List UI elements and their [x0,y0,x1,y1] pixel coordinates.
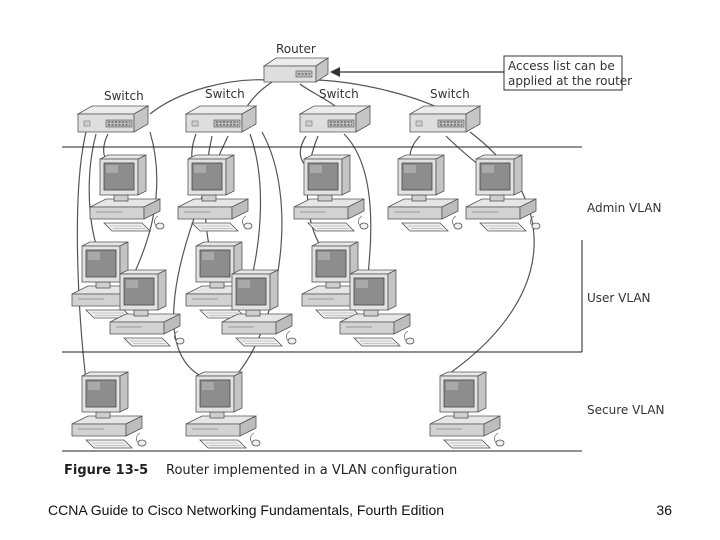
router-label: Router [276,42,316,56]
switch-icon-3 [299,105,371,133]
user-computer-2 [109,269,185,347]
admin-computer-4 [387,154,463,232]
secure-computer-2 [185,371,261,449]
figure-caption-text: Router implemented in a VLAN configurati… [166,463,457,478]
secure-computer-3 [429,371,505,449]
user-vlan-label: User VLAN [587,291,651,305]
admin-computer-5 [465,154,541,232]
footer-book-title: CCNA Guide to Cisco Networking Fundament… [48,502,445,518]
admin-computer-2 [177,154,253,232]
switch-label-2: Switch [205,87,245,101]
figure-caption-number: Figure 13-5 [64,463,148,478]
secure-vlan-label: Secure VLAN [587,403,664,417]
router-icon [262,57,330,83]
callout-arrow [330,67,504,77]
user-computer-6 [339,269,415,347]
callout-line-2: applied at the router [508,74,632,88]
admin-vlan-label: Admin VLAN [587,201,661,215]
secure-computer-1 [71,371,147,449]
callout-line-1: Access list can be [508,59,615,73]
switch-label-4: Switch [430,87,470,101]
switch-label-1: Switch [104,89,144,103]
switch-label-3: Switch [319,87,359,101]
admin-computer-3 [293,154,369,232]
switch-icon-1 [77,105,149,133]
access-list-callout: Access list can be applied at the router [503,55,632,91]
switch-icon-2 [185,105,257,133]
user-computer-4 [221,269,297,347]
footer-page-number: 36 [656,502,672,518]
switch-icon-4 [409,105,481,133]
